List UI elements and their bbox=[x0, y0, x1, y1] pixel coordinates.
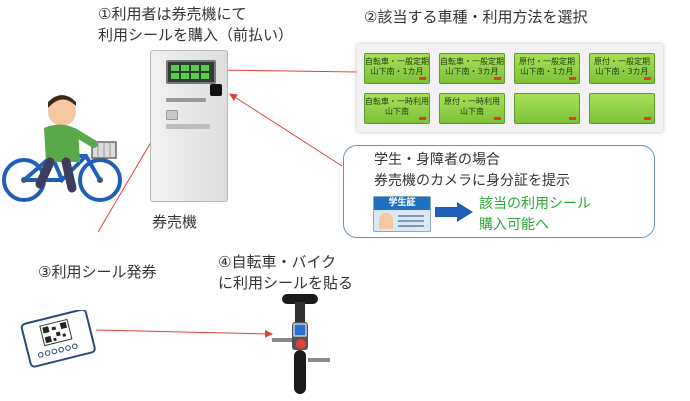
cyclist-illustration bbox=[2, 95, 122, 202]
student-id-card: 学生証 bbox=[373, 196, 431, 232]
step1-title: ①利用者は券売機にて bbox=[98, 5, 247, 23]
fare-button-line1: 自転車・一般定期 bbox=[365, 57, 429, 66]
step2-title: ②該当する車種・利用方法を選択 bbox=[364, 8, 588, 26]
sticker-ticket-illustration bbox=[20, 310, 96, 368]
result-line2: 購入可能へ bbox=[479, 217, 549, 233]
ticket-machine-label: 券売機 bbox=[152, 213, 198, 231]
indicator-light bbox=[569, 77, 576, 80]
fare-button-empty[interactable] bbox=[589, 93, 655, 124]
fare-selection-panel: 自転車・一般定期 山下南・1カ月 自転車・一般定期 山下南・3カ月 原付・一般定… bbox=[357, 44, 663, 132]
fare-button-line1: 自転車・一般定期 bbox=[440, 57, 504, 66]
fare-button-line2: 山下南 bbox=[460, 107, 484, 116]
fare-button-line1: 原付・一般定期 bbox=[519, 57, 575, 66]
fare-button-line2: 山下南 bbox=[385, 107, 409, 116]
fare-button-line2: 山下南・1カ月 bbox=[520, 67, 574, 76]
fare-button-moped-temporary[interactable]: 原付・一時利用 山下南 bbox=[439, 93, 505, 124]
fare-button-line1: 原付・一般定期 bbox=[594, 57, 650, 66]
fare-button-line2: 山下南・3カ月 bbox=[445, 67, 499, 76]
fare-button-empty[interactable] bbox=[514, 93, 580, 124]
bicycle-front-illustration bbox=[272, 294, 330, 394]
step3-title: ③利用シール発券 bbox=[38, 263, 157, 281]
fare-button-line1: 原付・一時利用 bbox=[444, 97, 500, 106]
id-photo-icon bbox=[379, 213, 393, 229]
arrow-right-icon bbox=[435, 202, 473, 222]
bill-slot bbox=[166, 98, 206, 102]
camera-icon bbox=[210, 84, 222, 96]
ticket-machine-screen bbox=[166, 60, 216, 84]
indicator-light bbox=[569, 117, 576, 120]
indicator-light bbox=[644, 77, 651, 80]
indicator-light bbox=[494, 77, 501, 80]
fare-button-bicycle-regular-3m[interactable]: 自転車・一般定期 山下南・3カ月 bbox=[439, 53, 505, 84]
arrow-infobox-to-camera bbox=[229, 93, 343, 167]
fare-button-moped-regular-1m[interactable]: 原付・一般定期 山下南・1カ月 bbox=[514, 53, 580, 84]
info-box-line1: 学生・身障者の場合 bbox=[374, 152, 500, 168]
info-box-line2: 券売機のカメラに身分証を提示 bbox=[374, 173, 570, 189]
step4-subtitle: に利用シールを貼る bbox=[218, 274, 354, 292]
arrow-panel-to-kiosk bbox=[215, 66, 358, 75]
step1-subtitle: 利用シールを購入（前払い） bbox=[98, 26, 294, 44]
indicator-light bbox=[419, 117, 426, 120]
fare-button-bicycle-regular-1m[interactable]: 自転車・一般定期 山下南・1カ月 bbox=[364, 53, 430, 84]
fare-button-moped-regular-3m[interactable]: 原付・一般定期 山下南・3カ月 bbox=[589, 53, 655, 84]
fare-button-line1: 自転車・一時利用 bbox=[365, 97, 429, 106]
fare-button-bicycle-temporary[interactable]: 自転車・一時利用 山下南 bbox=[364, 93, 430, 124]
fare-button-line2: 山下南・1カ月 bbox=[370, 67, 424, 76]
step4-title: ④自転車・バイク bbox=[218, 253, 337, 271]
result-line1: 該当の利用シール bbox=[479, 196, 591, 212]
arrow-sticker-to-bike bbox=[95, 329, 273, 338]
ticket-outlet bbox=[166, 124, 210, 129]
indicator-light bbox=[644, 117, 651, 120]
indicator-light bbox=[494, 117, 501, 120]
student-id-card-label: 学生証 bbox=[374, 197, 430, 210]
coin-slot bbox=[166, 110, 178, 120]
fare-button-line2: 山下南・3カ月 bbox=[595, 67, 649, 76]
indicator-light bbox=[419, 77, 426, 80]
